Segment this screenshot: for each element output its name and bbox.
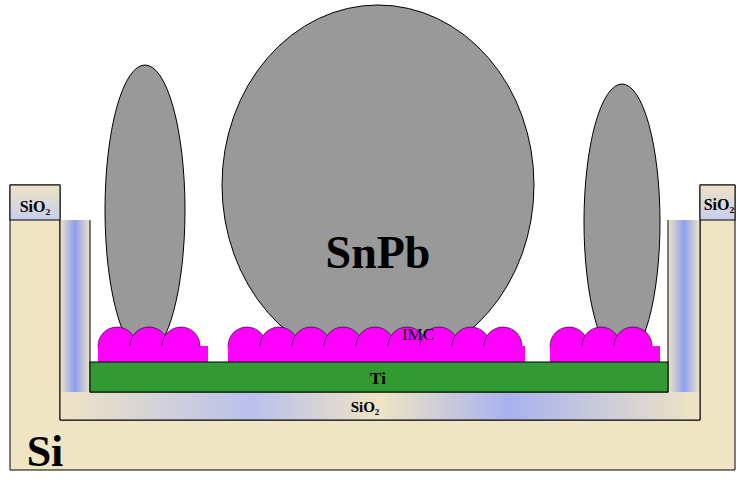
imc-grains (98, 327, 660, 365)
titanium-layer (90, 362, 668, 392)
oxide-label: SiO₂ (20, 199, 51, 215)
imc-label: IMC (402, 326, 434, 343)
titanium-label: Ti (370, 370, 386, 387)
oxide-liner (60, 220, 90, 392)
oxide-cap (10, 185, 60, 220)
solder-label: SnPb (326, 230, 431, 276)
silicon-label: Si (27, 430, 64, 474)
oxide-liner (668, 220, 700, 392)
oxide-liner (60, 392, 700, 420)
solder-dome (222, 5, 534, 365)
imc-base (228, 346, 525, 362)
imc-base (98, 346, 208, 362)
oxide-cap (700, 185, 735, 220)
oxide-label: SiO₂ (351, 400, 380, 415)
solder-dome (584, 84, 660, 360)
imc-base (550, 346, 660, 362)
oxide-label: SiO₂ (704, 197, 735, 213)
solder-dome (105, 65, 185, 355)
